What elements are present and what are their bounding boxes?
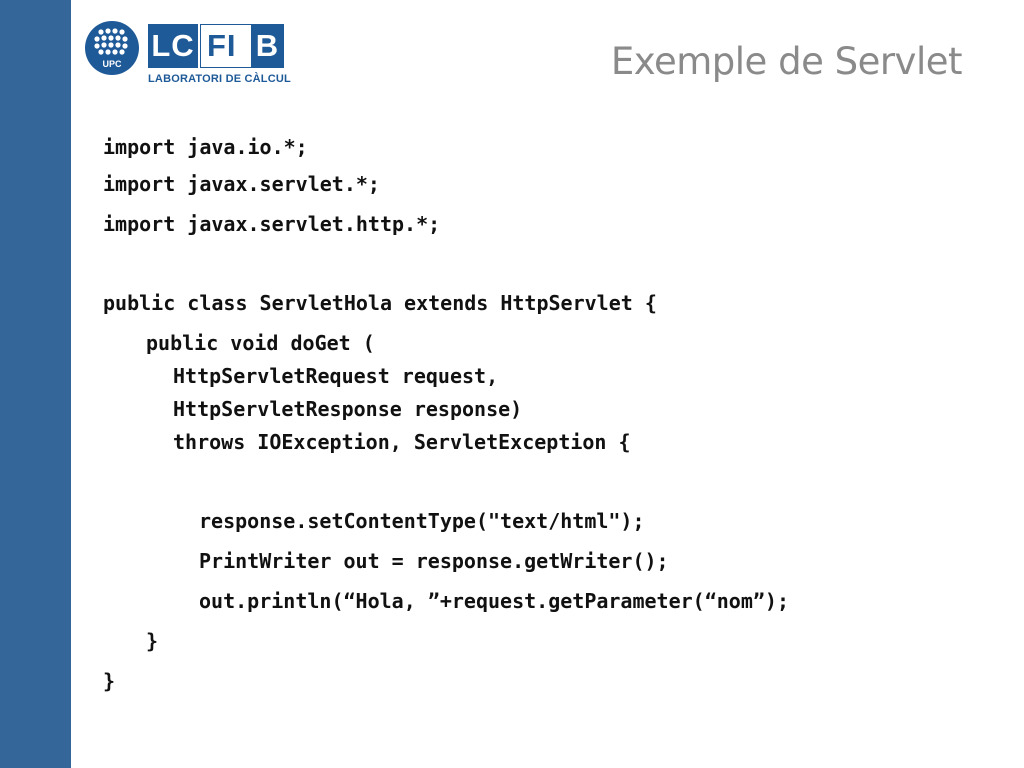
fib-fi-text: FI: [207, 28, 237, 63]
code-line-2: import javax.servlet.*;: [103, 172, 380, 196]
lc-fib-logo: LC FI B LABORATORI DE CÀLCUL: [148, 24, 291, 88]
code-line-4: public class ServletHola extends HttpSer…: [103, 291, 657, 315]
code-line-3: import javax.servlet.http.*;: [103, 212, 441, 236]
lab-caption: LABORATORI DE CÀLCUL: [148, 73, 291, 85]
fib-box: FI B: [200, 24, 284, 68]
code-line-1: import java.io.*;: [103, 135, 308, 159]
code-line-10: PrintWriter out = response.getWriter();: [199, 549, 669, 573]
upc-logo-text: UPC: [102, 59, 122, 69]
code-line-12: }: [146, 629, 159, 653]
upc-logo-icon: UPC: [85, 21, 139, 75]
code-line-8: throws IOException, ServletException {: [173, 430, 631, 454]
code-line-6: HttpServletRequest request,: [173, 364, 499, 388]
code-line-7: HttpServletResponse response): [173, 397, 523, 421]
fib-b-text: B: [251, 25, 283, 67]
code-line-11: out.println(“Hola, ”+request.getParamete…: [199, 589, 790, 613]
slide-title: Exemple de Servlet: [610, 40, 963, 83]
code-line-13: }: [103, 669, 116, 693]
lc-fib-wordmark: LC FI B: [148, 24, 284, 68]
lc-box: LC: [148, 24, 198, 68]
code-line-5: public void doGet (: [146, 331, 375, 355]
left-sidebar-bar: [0, 0, 71, 768]
code-line-9: response.setContentType("text/html");: [199, 509, 645, 533]
